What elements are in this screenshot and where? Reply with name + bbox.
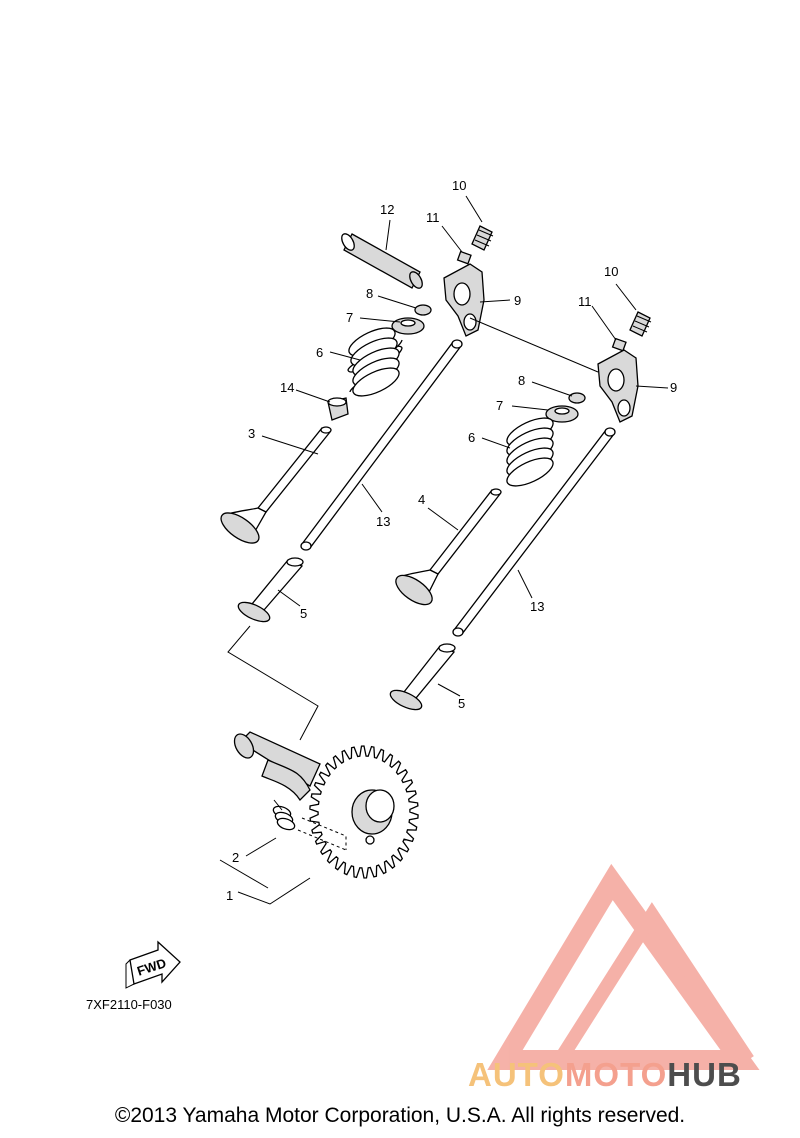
callout-7: 7 [496, 398, 503, 413]
valve-lifter-part [389, 643, 456, 711]
callout-2: 2 [232, 850, 239, 865]
rocker-arm-part [443, 263, 485, 337]
callout-8: 8 [518, 373, 525, 388]
valve-cotter-part [414, 304, 432, 316]
push-rod-part [300, 339, 463, 551]
callout-9: 9 [514, 293, 521, 308]
callout-6: 6 [316, 345, 323, 360]
callout-10: 10 [452, 178, 466, 193]
nut-part [456, 250, 472, 265]
nut-part [611, 337, 627, 352]
spring-retainer-part [391, 317, 425, 335]
adjuster-bolt-part [471, 225, 494, 251]
automotohub-watermark: AUTOMOTOHUB [468, 1056, 742, 1094]
valve-stem-seal-part [327, 397, 349, 421]
watermark-hub: HUB [667, 1056, 742, 1093]
camshaft-gear-part [233, 731, 419, 879]
rocker-arm-part [597, 349, 639, 423]
intake-valve-part [220, 426, 332, 544]
spring-retainer-part [545, 405, 579, 423]
callout-9: 9 [670, 380, 677, 395]
diagram-code: 7XF2110-F030 [86, 997, 172, 1012]
exhaust-valve-part [395, 488, 502, 606]
callout-5: 5 [300, 606, 307, 621]
callout-8: 8 [366, 286, 373, 301]
automotohub-logo-icon [487, 863, 760, 1070]
valve-spring-part [506, 417, 554, 487]
watermark-moto: MOTO [564, 1056, 668, 1093]
callout-6: 6 [468, 430, 475, 445]
callout-7: 7 [346, 310, 353, 325]
callout-11: 11 [578, 294, 592, 309]
callout-1: 1 [226, 888, 233, 903]
callout-11: 11 [426, 210, 440, 225]
valve-lifter-part [237, 557, 304, 623]
forward-direction-icon: FWD [125, 940, 181, 989]
callout-14: 14 [280, 380, 294, 395]
adjuster-bolt-part [629, 311, 652, 337]
callout-4: 4 [418, 492, 425, 507]
valve-spring-part [347, 327, 403, 397]
callout-12: 12 [380, 202, 394, 217]
rocker-shaft-part [341, 233, 423, 289]
watermark-auto: AUTO [468, 1056, 565, 1093]
callout-3: 3 [248, 426, 255, 441]
callout-13: 13 [376, 514, 390, 529]
valve-cotter-part [568, 392, 586, 404]
push-rod-part [452, 427, 616, 637]
leader-lines [219, 195, 669, 905]
callout-5: 5 [458, 696, 465, 711]
callout-10: 10 [604, 264, 618, 279]
decompression-spring-part [272, 799, 296, 831]
callout-13: 13 [530, 599, 544, 614]
copyright-notice: ©2013 Yamaha Motor Corporation, U.S.A. A… [114, 1104, 686, 1127]
